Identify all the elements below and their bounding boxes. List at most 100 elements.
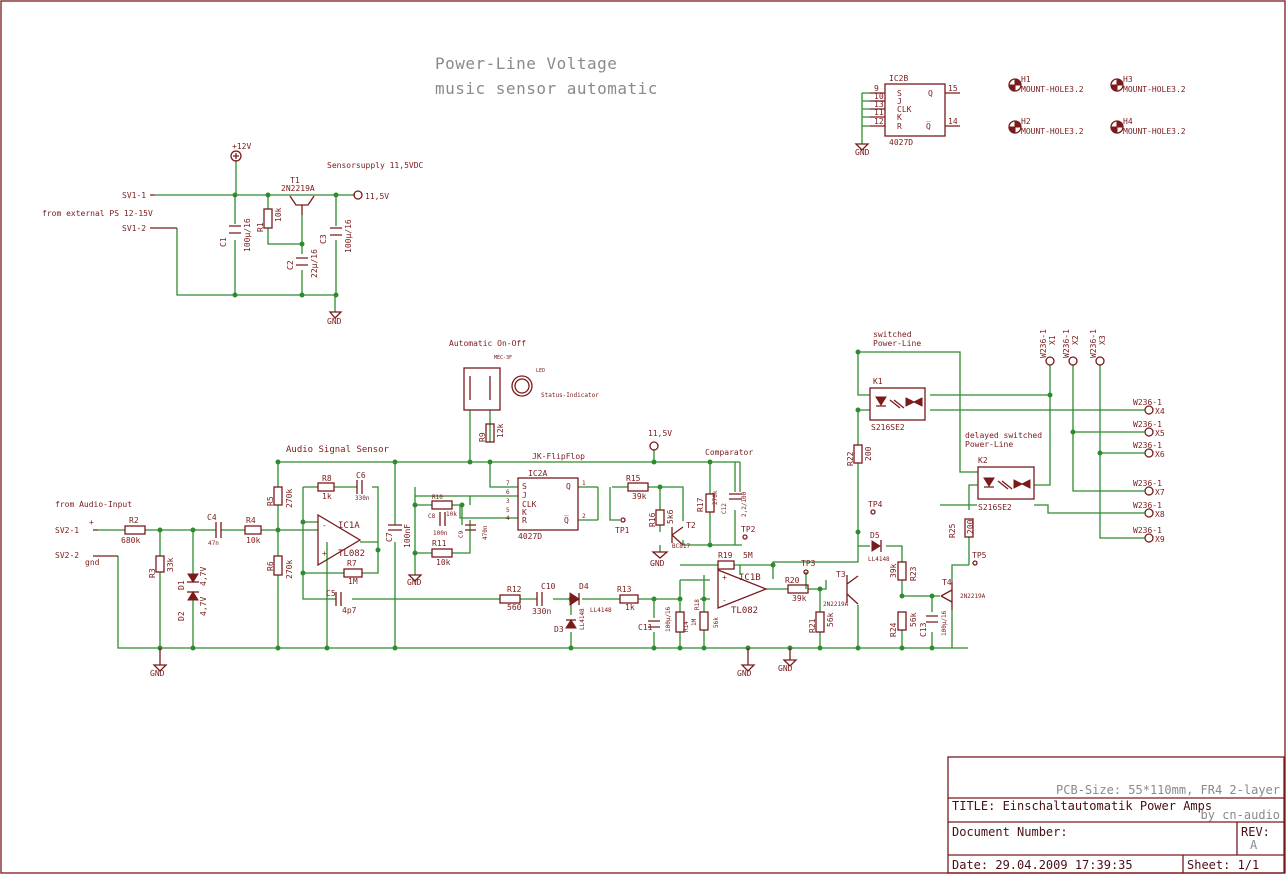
- output-115v-label: 11,5V: [365, 192, 389, 201]
- sv2-1-label: SV2-1: [55, 526, 79, 535]
- r18-value: 56k: [713, 617, 720, 628]
- supply-12v-label: +12V: [232, 142, 251, 151]
- k1-part: S216SE2: [871, 423, 905, 432]
- x3-name: X3: [1098, 335, 1107, 345]
- c3-value: 100µ/16: [344, 219, 353, 253]
- r19-ref: R19: [718, 551, 733, 560]
- sv1-1-label: SV1-1: [122, 191, 146, 200]
- tp2-testpoint-icon: [742, 534, 748, 540]
- r3-ref: R3: [148, 568, 157, 578]
- supply-gnd-icon: [328, 311, 343, 319]
- x1-terminal-icon: [1045, 356, 1055, 366]
- d3-type: LL4148: [579, 608, 586, 630]
- title-text: TITLE: Einschaltautomatik Power Amps: [952, 799, 1212, 813]
- ic1a-plus: +: [322, 549, 327, 558]
- supply-gnd-label: GND: [327, 317, 342, 326]
- c8-ref: C8: [428, 513, 436, 520]
- r18-ref: R18: [694, 599, 701, 610]
- from-audio-note: from Audio-Input: [55, 500, 132, 509]
- r15-value: 39k: [632, 492, 647, 501]
- c5-ref: C5: [326, 589, 336, 598]
- r22-resistor-symbol: [853, 444, 863, 464]
- r14-resistor-symbol: [675, 611, 685, 633]
- x3-type: W236-1: [1089, 329, 1098, 358]
- d1-ref: D1: [177, 580, 186, 590]
- ic1b-plus: +: [722, 573, 727, 582]
- x4-name: X4: [1155, 407, 1165, 416]
- x6-type: W236-1: [1133, 441, 1162, 450]
- r3-resistor-symbol: [155, 555, 165, 573]
- x9-type: W236-1: [1133, 526, 1162, 535]
- r21-resistor-symbol: [815, 611, 825, 633]
- connectors: W236-1 X1 W236-1 X2 W236-1 X3 W236-1 X4 …: [1039, 329, 1165, 544]
- r5-ref: R5: [266, 496, 275, 506]
- hole-h1-ref: H1: [1021, 75, 1031, 84]
- r21-value: 56k: [826, 612, 835, 627]
- r24-ref: R24: [889, 622, 898, 637]
- r9-resistor-symbol: [485, 423, 495, 443]
- r11-resistor-symbol: [431, 548, 453, 558]
- k2-led-icon: [983, 477, 995, 487]
- ic2b-name: IC2B: [889, 74, 908, 83]
- ic2a-gnd-icon: [407, 574, 423, 582]
- output-section: TP3 R20 39k T3 2N2219A R21 56k R22 200 T…: [785, 330, 1042, 637]
- x7-terminal-icon: [1144, 486, 1154, 496]
- r16-ref: R16: [648, 512, 657, 527]
- r4-value: 10k: [246, 536, 261, 545]
- ic2b-pin-r: R: [897, 122, 902, 131]
- sheet-text: Sheet: 1/1: [1187, 858, 1259, 872]
- d1-value: 4,7V: [199, 567, 208, 586]
- ic2b-n11: 11: [874, 108, 884, 117]
- ic2a-section: Automatic On-Off MEC-3F LED Status-Indic…: [407, 339, 599, 587]
- c1-value: 100µ/16: [243, 218, 252, 252]
- k2-triac-icon: [1013, 479, 1031, 489]
- d5-ref: D5: [870, 531, 880, 540]
- c5-capacitor-symbol: [335, 592, 342, 606]
- r15-ref: R15: [626, 474, 641, 483]
- c7-ref: C7: [385, 532, 394, 542]
- ic2b-n12: 12: [874, 117, 884, 126]
- t2-ref: T2: [686, 521, 696, 530]
- power-supply-section: +12V SV1-1 SV1-2 from external PS 12-15V…: [42, 142, 424, 326]
- r25-resistor-symbol: [964, 518, 974, 538]
- c4-capacitor-symbol: [215, 522, 222, 538]
- c5-value: 4p7: [342, 606, 357, 615]
- ic2b-pin-clk: CLK: [897, 105, 912, 114]
- c2-value: 22µ/16: [310, 249, 319, 278]
- k1-ref: K1: [873, 377, 883, 386]
- c4-ref: C4: [207, 513, 217, 522]
- k2-relay-box: [977, 466, 1035, 500]
- hole-h3-name: MOUNT-HOLE3.2: [1123, 85, 1186, 94]
- x5-type: W236-1: [1133, 420, 1162, 429]
- x7-type: W236-1: [1133, 479, 1162, 488]
- tp4-label: TP4: [868, 500, 883, 509]
- r22-value: 200: [864, 446, 873, 461]
- r7-resistor-symbol: [343, 568, 363, 578]
- r22-ref: R22: [846, 451, 855, 466]
- r12-ref: R12: [507, 585, 522, 594]
- comparator-gnd-icon: [651, 551, 669, 559]
- ic2b-n14: 14: [948, 117, 958, 126]
- ic1a-name: IC1A: [338, 521, 360, 531]
- c8-capacitor-symbol: [439, 512, 446, 526]
- ic2b-pin-q: Q: [928, 89, 933, 98]
- x7-name: X7: [1155, 488, 1165, 497]
- r10-value: 10k: [446, 511, 457, 518]
- r20-value: 39k: [792, 594, 807, 603]
- r12-resistor-symbol: [499, 594, 521, 604]
- d2-ref: D2: [177, 611, 186, 621]
- r9-ref: R9: [478, 432, 487, 442]
- k1-triac-icon: [905, 397, 923, 407]
- ic1a-minus: -: [322, 521, 327, 530]
- c11-value: 100µ/16: [665, 606, 672, 632]
- c10-capacitor-symbol: [536, 592, 543, 606]
- ic2a-box: [517, 477, 579, 531]
- k2-part: S216SE2: [978, 503, 1012, 512]
- ic2a-n1: 1: [582, 480, 586, 487]
- r16-value: 5k6: [666, 509, 675, 524]
- author-note: by cn-audio: [1201, 808, 1280, 822]
- r18-resistor-symbol: [699, 611, 709, 631]
- tp4-testpoint-icon: [870, 509, 876, 515]
- ic2a-pin-j: J: [522, 491, 527, 500]
